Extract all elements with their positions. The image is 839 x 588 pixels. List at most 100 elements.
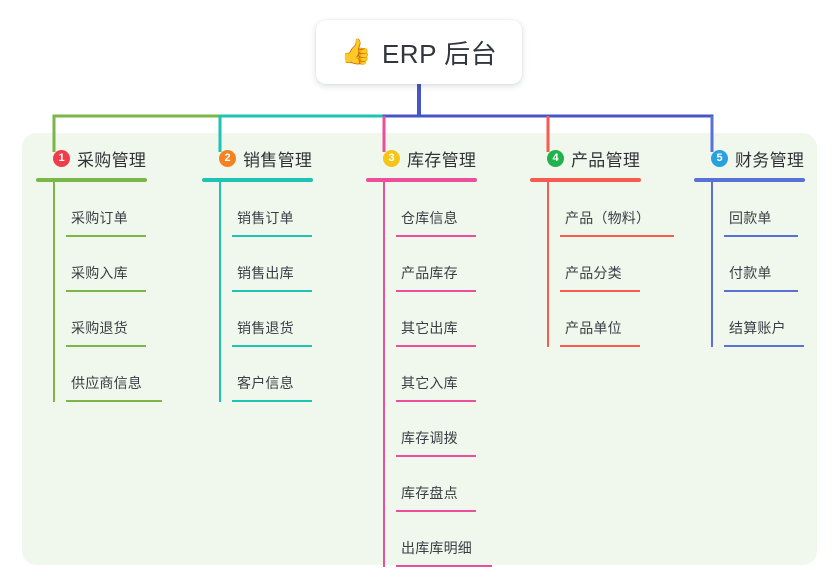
leaf-item-label: 产品分类 xyxy=(565,265,622,281)
leaf-item-underline xyxy=(724,290,798,292)
branch-column-sales: 2 销售管理销售订单销售出库销售退货客户信息 xyxy=(202,146,332,402)
branch-items-purchase: 采购订单采购入库采购退货供应商信息 xyxy=(36,182,176,402)
leaf-item[interactable]: 产品库存 xyxy=(366,237,506,292)
leaf-item-underline xyxy=(724,235,798,237)
thumbs-up-icon: 👍 xyxy=(340,37,372,66)
leaf-item-underline xyxy=(232,235,312,237)
leaf-item-underline xyxy=(396,565,492,567)
leaf-item-label: 其它入库 xyxy=(401,375,458,391)
branch-column-purchase: 1 采购管理采购订单采购入库采购退货供应商信息 xyxy=(36,146,176,402)
leaf-item[interactable]: 销售订单 xyxy=(202,182,332,237)
leaf-item[interactable]: 采购退货 xyxy=(36,292,176,347)
branch-underline-product xyxy=(530,178,641,182)
leaf-item-underline xyxy=(560,235,674,237)
leaf-item[interactable]: 销售出库 xyxy=(202,237,332,292)
leaf-item-label: 销售出库 xyxy=(237,265,294,281)
branch-title-inventory: 库存管理 xyxy=(407,150,477,170)
leaf-item-label: 库存盘点 xyxy=(401,485,458,501)
branch-spine-finance xyxy=(711,182,713,347)
leaf-item[interactable]: 产品（物料） xyxy=(530,182,674,237)
leaf-item-underline xyxy=(232,400,312,402)
leaf-item-underline xyxy=(232,345,312,347)
leaf-item-label: 销售退货 xyxy=(237,320,294,336)
leaf-item-underline xyxy=(396,455,476,457)
leaf-item-label: 采购入库 xyxy=(71,265,128,281)
branch-title-product: 产品管理 xyxy=(571,150,641,170)
branch-underline-purchase xyxy=(36,178,147,182)
branch-badge-product: 4 xyxy=(547,149,564,167)
leaf-item-label: 采购订单 xyxy=(71,210,128,226)
leaf-item[interactable]: 销售退货 xyxy=(202,292,332,347)
branch-badge-finance: 5 xyxy=(711,149,728,167)
leaf-item[interactable]: 付款单 xyxy=(694,237,824,292)
leaf-item-underline xyxy=(66,400,162,402)
leaf-item-label: 产品库存 xyxy=(401,265,458,281)
leaf-item-label: 采购退货 xyxy=(71,320,128,336)
leaf-item[interactable]: 产品分类 xyxy=(530,237,670,292)
leaf-item[interactable]: 采购入库 xyxy=(36,237,176,292)
branch-header-sales[interactable]: 2 销售管理 xyxy=(202,146,332,170)
leaf-item-label: 库存调拨 xyxy=(401,430,458,446)
branch-title-sales: 销售管理 xyxy=(243,150,313,170)
leaf-item-label: 结算账户 xyxy=(729,320,786,336)
leaf-item-label: 客户信息 xyxy=(237,375,294,391)
branch-title-purchase: 采购管理 xyxy=(77,150,147,170)
branch-items-product: 产品（物料） 产品分类产品单位 xyxy=(530,182,674,347)
diagram-panel xyxy=(22,133,817,565)
leaf-item-underline xyxy=(396,510,476,512)
leaf-item[interactable]: 库存盘点 xyxy=(366,457,506,512)
leaf-item[interactable]: 其它入库 xyxy=(366,347,506,402)
leaf-item[interactable]: 仓库信息 xyxy=(366,182,506,237)
leaf-item-label: 销售订单 xyxy=(237,210,294,226)
leaf-item[interactable]: 采购订单 xyxy=(36,182,176,237)
leaf-item-underline xyxy=(560,345,640,347)
branch-underline-sales xyxy=(202,178,313,182)
leaf-item-underline xyxy=(724,345,804,347)
leaf-item[interactable]: 结算账户 xyxy=(694,292,824,347)
branch-header-inventory[interactable]: 3 库存管理 xyxy=(366,146,506,170)
leaf-item[interactable]: 出库库明细 xyxy=(366,512,506,567)
leaf-item-underline xyxy=(560,290,640,292)
leaf-item[interactable]: 供应商信息 xyxy=(36,347,176,402)
leaf-item-underline xyxy=(66,290,146,292)
leaf-item-label: 回款单 xyxy=(729,210,772,226)
branch-title-finance: 财务管理 xyxy=(735,150,805,170)
leaf-item-underline xyxy=(66,345,146,347)
leaf-item[interactable]: 产品单位 xyxy=(530,292,670,347)
branch-header-finance[interactable]: 5 财务管理 xyxy=(694,146,824,170)
branch-underline-inventory xyxy=(366,178,477,182)
branch-spine-sales xyxy=(219,182,221,402)
branch-spine-product xyxy=(547,182,549,347)
root-title: ERP 后台 xyxy=(381,38,498,69)
leaf-item-underline xyxy=(396,400,476,402)
leaf-item-underline xyxy=(66,235,146,237)
leaf-item-label: 产品单位 xyxy=(565,320,622,336)
root-node[interactable]: 👍 ERP 后台 xyxy=(316,20,522,84)
branch-items-inventory: 仓库信息产品库存其它出库其它入库库存调拨库存盘点出库库明细 xyxy=(366,182,506,567)
branch-underline-finance xyxy=(694,178,805,182)
leaf-item-label: 产品（物料） xyxy=(565,210,651,226)
leaf-item-label: 其它出库 xyxy=(401,320,458,336)
branch-header-product[interactable]: 4 产品管理 xyxy=(530,146,670,170)
leaf-item[interactable]: 回款单 xyxy=(694,182,824,237)
branch-spine-inventory xyxy=(383,182,385,567)
branch-badge-sales: 2 xyxy=(219,149,236,167)
leaf-item-underline xyxy=(396,290,476,292)
branch-items-sales: 销售订单销售出库销售退货客户信息 xyxy=(202,182,332,402)
branch-header-purchase[interactable]: 1 采购管理 xyxy=(36,146,176,170)
branch-column-inventory: 3 库存管理仓库信息产品库存其它出库其它入库库存调拨库存盘点出库库明细 xyxy=(366,146,506,567)
leaf-item[interactable]: 库存调拨 xyxy=(366,402,506,457)
leaf-item-label: 供应商信息 xyxy=(71,375,142,391)
leaf-item[interactable]: 客户信息 xyxy=(202,347,332,402)
branch-badge-purchase: 1 xyxy=(53,149,70,167)
leaf-item-underline xyxy=(396,235,476,237)
leaf-item[interactable]: 其它出库 xyxy=(366,292,506,347)
branch-column-product: 4 产品管理产品（物料） 产品分类产品单位 xyxy=(530,146,674,347)
branch-badge-inventory: 3 xyxy=(383,149,400,167)
branch-items-finance: 回款单付款单结算账户 xyxy=(694,182,824,347)
leaf-item-label: 付款单 xyxy=(729,265,772,281)
leaf-item-underline xyxy=(232,290,312,292)
branch-column-finance: 5 财务管理回款单付款单结算账户 xyxy=(694,146,824,347)
leaf-item-underline xyxy=(396,345,476,347)
